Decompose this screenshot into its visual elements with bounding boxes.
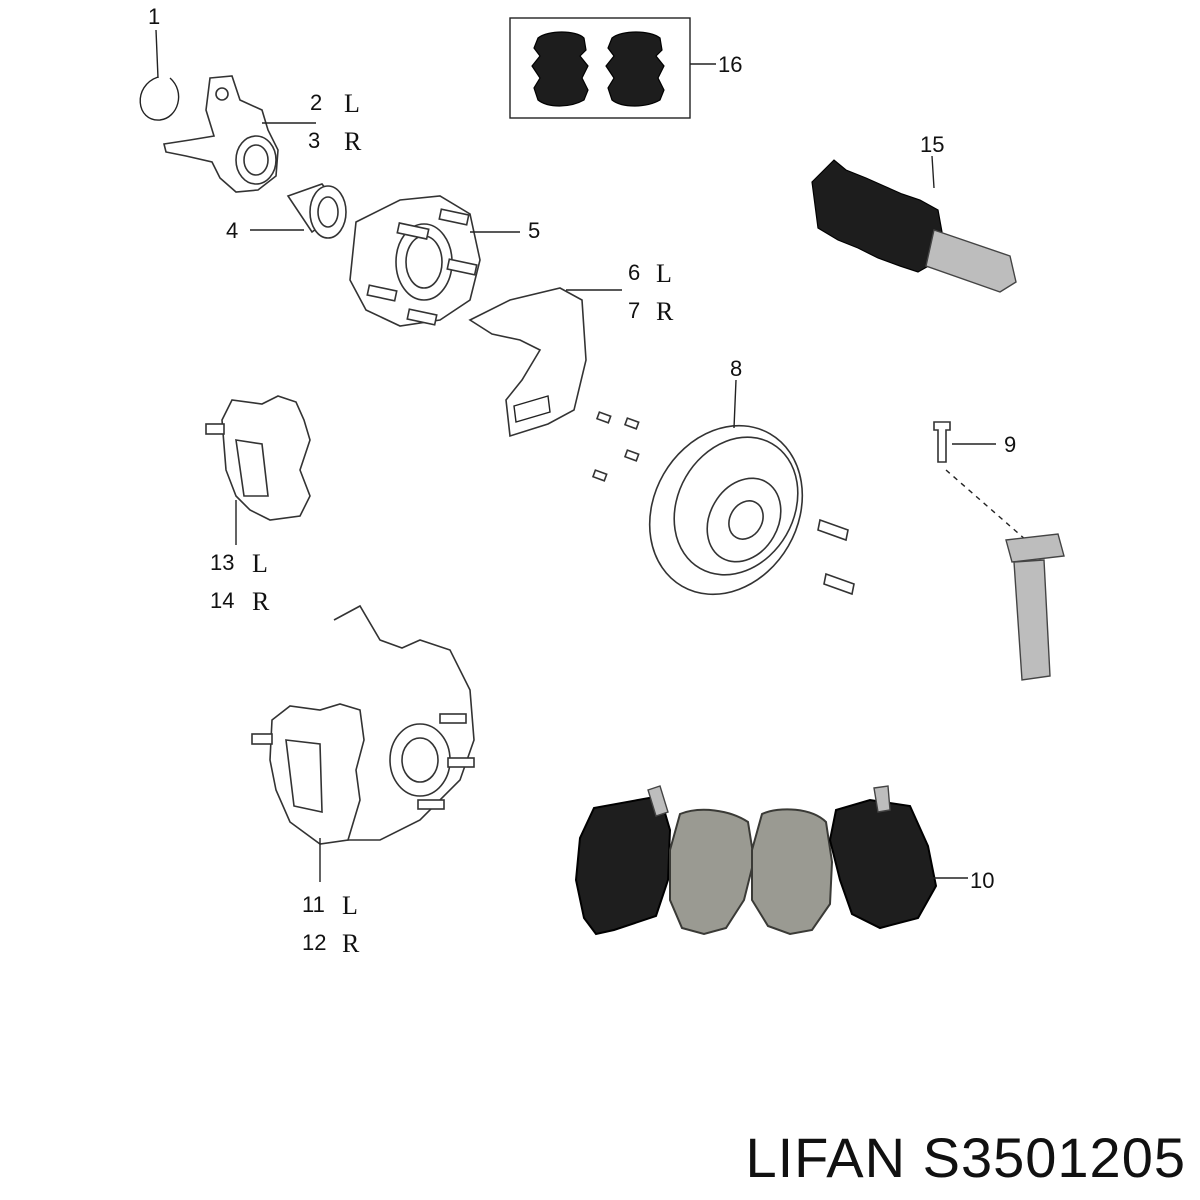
callout-number: 8 <box>730 356 742 381</box>
callout-side: R <box>344 127 362 156</box>
callout-number: 16 <box>718 52 742 77</box>
part-dust-shield <box>468 287 622 438</box>
callout-number: 1 <box>148 4 160 29</box>
part-wheel-stud <box>933 421 1065 681</box>
part-screws-small <box>591 411 640 482</box>
callout-labels: 1 2 L 3 R 4 5 6 L 7 R 8 9 10 11 L 12 R 1… <box>148 4 1016 958</box>
part-number-label: LIFAN S3501205 <box>745 1125 1186 1190</box>
part-brake-disc <box>648 379 804 596</box>
callout-number: 13 <box>210 550 234 575</box>
callout-side: L <box>342 891 358 920</box>
part-circlip <box>139 29 180 121</box>
part-brake-assembly <box>251 604 475 882</box>
callout-number: 2 <box>310 90 322 115</box>
callout-side: R <box>252 587 270 616</box>
callout-number: 5 <box>528 218 540 243</box>
part-guide-pin-boot <box>811 155 1017 293</box>
part-brake-caliper <box>205 395 311 545</box>
callout-side: R <box>656 297 674 326</box>
callout-side: L <box>656 259 672 288</box>
part-disc-screws <box>817 518 855 596</box>
part-wheel-hub <box>349 195 520 327</box>
part-wheel-bearing <box>250 183 347 239</box>
part-brake-pads <box>574 785 968 936</box>
callout-number: 3 <box>308 128 320 153</box>
callout-number: 10 <box>970 868 994 893</box>
callout-number: 4 <box>226 218 238 243</box>
callout-side: R <box>342 929 360 958</box>
part-steering-knuckle <box>163 75 316 193</box>
callout-number: 6 <box>628 260 640 285</box>
callout-side: L <box>252 549 268 578</box>
callout-number: 9 <box>1004 432 1016 457</box>
callout-number: 15 <box>920 132 944 157</box>
callout-number: 14 <box>210 588 234 613</box>
part-number: S3501205 <box>922 1126 1186 1189</box>
brand-name: LIFAN <box>745 1126 907 1189</box>
callout-number: 7 <box>628 298 640 323</box>
callout-side: L <box>344 89 360 118</box>
callout-number: 12 <box>302 930 326 955</box>
callout-number: 11 <box>302 892 325 917</box>
part-boot-kit <box>509 17 716 119</box>
